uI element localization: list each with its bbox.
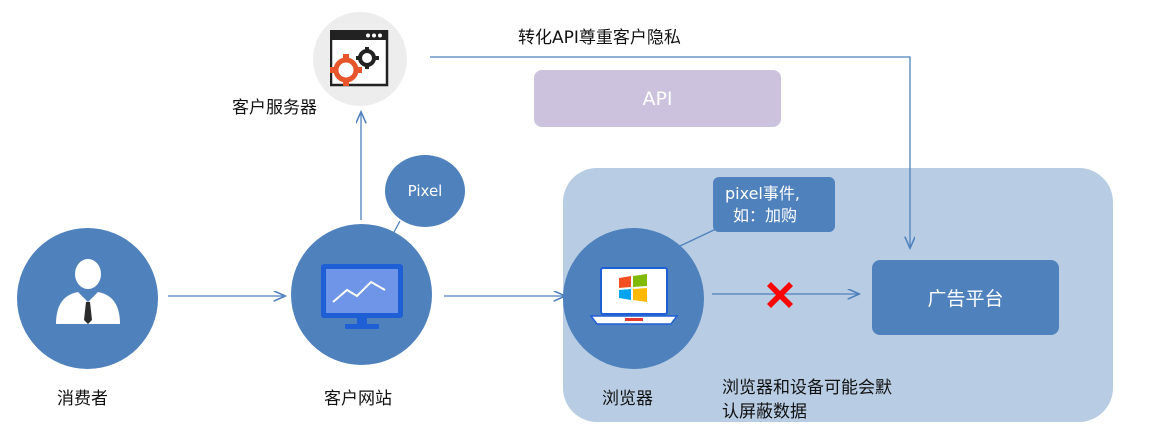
block-note-line-1: 浏览器和设备可能会默 [722, 378, 892, 398]
block-note: 浏览器和设备可能会默 认屏蔽数据 [722, 376, 892, 424]
event-line-2: 如：加购 [733, 205, 798, 225]
consumer-node [17, 228, 158, 369]
red-x-icon [767, 282, 793, 308]
website-node [291, 224, 432, 365]
server-label: 客户服务器 [232, 98, 317, 118]
top-note: 转化API尊重客户隐私 [518, 28, 681, 48]
browser-node [563, 228, 704, 369]
arrow-server-to-ad-platform [430, 56, 910, 247]
consumer-label: 消费者 [57, 389, 108, 409]
block-note-line-2: 认屏蔽数据 [722, 402, 807, 422]
api-box: API [534, 70, 781, 127]
user-suit-icon [56, 259, 120, 324]
laptop-windows-icon [589, 267, 679, 325]
ad-platform-box: 广告平台 [872, 260, 1059, 335]
monitor-chart-icon [321, 264, 403, 329]
server-node [313, 12, 407, 106]
server-gear-icon [330, 30, 389, 87]
event-line-1: pixel事件, [725, 183, 800, 203]
website-label: 客户网站 [324, 389, 392, 409]
event-connector [679, 228, 717, 247]
pixel-node: Pixel [385, 155, 465, 227]
browser-label: 浏览器 [602, 389, 653, 409]
pixel-event-box: pixel事件, 如：加购 [713, 177, 835, 232]
